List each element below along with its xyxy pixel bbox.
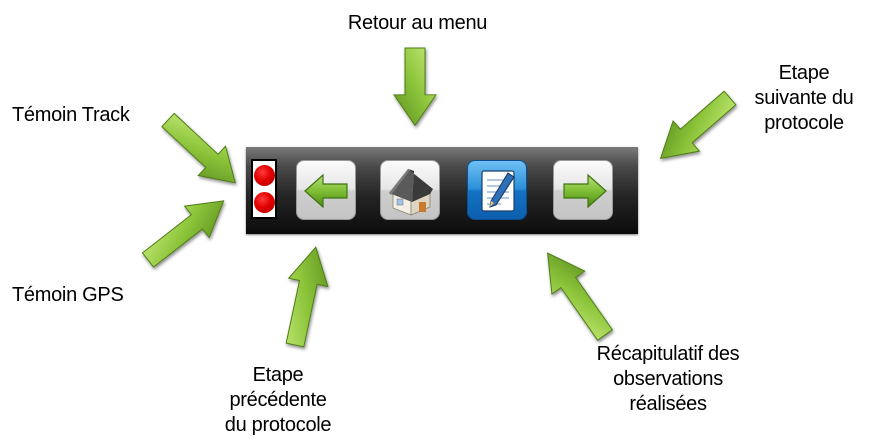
label-etape-suivante: Etape suivante du protocole [744,61,864,136]
label-temoin-track: Témoin Track [12,104,130,126]
arrow-to-track-indicator [161,112,236,184]
arrow-to-recap-button [547,252,614,341]
arrow-to-gps-indicator [141,200,225,268]
label-recapitulatif: Récapitulatif des observations réalisées [568,342,768,417]
home-button[interactable] [380,160,440,220]
label-line: Etape [778,62,830,84]
label-line: du protocole [224,414,332,436]
label-etape-precedente: Etape précédente du protocole [218,363,338,438]
label-line: observations [613,368,723,390]
recap-observations-button[interactable] [467,160,527,220]
label-line: Récapitulatif des [596,343,740,365]
house-icon [389,169,433,216]
next-step-button[interactable] [553,160,613,220]
status-indicator-panel [251,159,277,219]
navigation-toolbar [246,147,638,234]
label-line: protocole [764,112,844,134]
label-retour-menu: Retour au menu [347,12,488,34]
label-line: réalisées [629,393,707,415]
label-line: Etape [252,364,304,386]
notepad-pen-icon [481,170,515,212]
previous-step-button[interactable] [296,160,356,220]
label-temoin-gps: Témoin GPS [12,284,124,306]
label-line: précédente [229,389,327,411]
arrow-right-icon [563,173,607,209]
track-indicator-led [254,165,275,186]
arrow-to-next-button [659,90,737,160]
arrow-left-icon [304,173,348,209]
arrow-to-previous-button [285,246,329,348]
gps-indicator-led [254,192,275,213]
arrow-to-home-button [393,47,437,127]
label-line: suivante du [754,87,854,109]
